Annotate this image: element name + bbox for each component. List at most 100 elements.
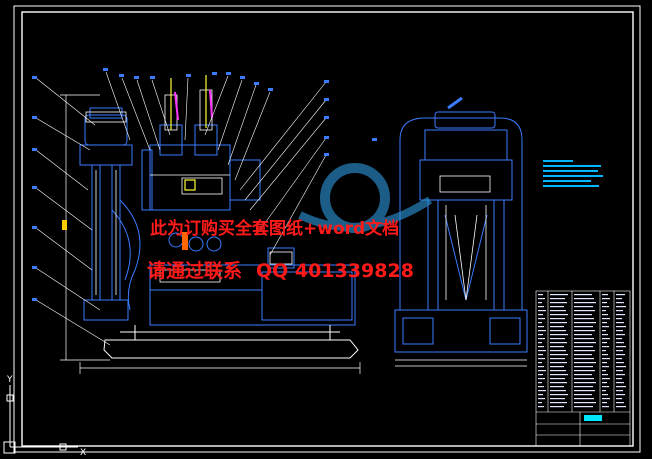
parts-list-cell-text xyxy=(574,306,593,308)
parts-list-cell-text xyxy=(616,342,624,344)
parts-list-cell-text xyxy=(574,298,594,300)
parts-list-cell-text xyxy=(602,334,608,336)
parts-list-cell-text xyxy=(550,342,567,344)
parts-list-cell-text xyxy=(574,386,593,388)
parts-list-cell-text xyxy=(550,302,567,304)
balloon-markers xyxy=(32,68,377,301)
leader-lines xyxy=(35,71,327,346)
parts-list-cell-text xyxy=(616,314,625,316)
parts-list-cell-text xyxy=(602,318,610,320)
parts-list-cell-text xyxy=(574,402,596,404)
front-view[interactable] xyxy=(60,75,361,374)
technical-notes xyxy=(543,160,603,187)
parts-list-cell-text xyxy=(550,378,565,380)
parts-list-cell-text xyxy=(550,346,564,348)
parts-list-cell-text xyxy=(574,338,594,340)
parts-list-cell-text xyxy=(616,358,622,360)
parts-list-cell-text xyxy=(602,294,608,296)
parts-list-table[interactable] xyxy=(535,290,631,447)
watermark-contact-prefix: 请通过联系 xyxy=(147,260,243,282)
parts-list-cell-text xyxy=(538,302,542,304)
parts-list-cell-text xyxy=(602,382,607,384)
parts-list-cell-text xyxy=(602,402,607,404)
parts-list-cell-text xyxy=(574,318,594,320)
parts-list-cell-text xyxy=(550,382,567,384)
parts-list-cell-text xyxy=(602,302,607,304)
parts-list-cell-text xyxy=(616,310,623,312)
parts-list-cell-text xyxy=(616,318,622,320)
parts-list-cell-text xyxy=(574,322,596,324)
parts-list-cell-text xyxy=(550,354,568,356)
parts-list-cell-text xyxy=(602,362,607,364)
dimension-marker xyxy=(62,220,67,230)
ucs-y-label: Y xyxy=(6,375,13,385)
parts-list-cell-text xyxy=(616,370,623,372)
parts-list-cell-text xyxy=(574,326,593,328)
parts-list-cell-text xyxy=(616,350,623,352)
parts-list-cell-text xyxy=(574,330,595,332)
parts-list-cell-text xyxy=(538,370,546,372)
parts-list-cell-text xyxy=(574,382,596,384)
parts-list-cell-text xyxy=(550,318,565,320)
parts-list-cell-text xyxy=(574,362,596,364)
ucs-icon xyxy=(3,385,78,454)
parts-list-cell-text xyxy=(574,342,596,344)
parts-list-cell-text xyxy=(550,386,564,388)
parts-list-cell-text xyxy=(602,366,609,368)
parts-list-cell-text xyxy=(616,390,623,392)
parts-list-cell-text xyxy=(602,322,607,324)
parts-list-cell-text xyxy=(574,406,593,408)
parts-list-cell-text xyxy=(616,382,624,384)
parts-list-cell-text xyxy=(602,386,609,388)
parts-list-cell-text xyxy=(574,294,592,296)
parts-list-cell-text xyxy=(550,330,566,332)
parts-list-cell-text xyxy=(616,346,626,348)
parts-list-cell-text xyxy=(538,334,543,336)
parts-list-cell-text xyxy=(550,358,565,360)
parts-list-cell-text xyxy=(602,330,606,332)
parts-list-cell-text xyxy=(550,398,565,400)
parts-list-cell-text xyxy=(602,346,609,348)
parts-list-cell-text xyxy=(602,398,610,400)
parts-list-cell-text xyxy=(550,294,568,296)
parts-list-cell-text xyxy=(616,386,626,388)
parts-list-cell-text xyxy=(550,338,565,340)
parts-list-cell-text xyxy=(574,302,596,304)
parts-list-cell-text xyxy=(602,350,606,352)
parts-list-cell-text xyxy=(616,394,625,396)
parts-list-cell-text xyxy=(602,390,606,392)
parts-list-cell-text xyxy=(574,366,593,368)
drawing-frame xyxy=(13,5,641,453)
parts-list-cell-text xyxy=(538,406,544,408)
parts-list-cell-text xyxy=(550,326,564,328)
parts-list-cell-text xyxy=(574,378,594,380)
parts-list-cell-text xyxy=(538,322,542,324)
parts-list-cell-text xyxy=(616,302,624,304)
parts-list-cell-text xyxy=(538,374,543,376)
side-view[interactable] xyxy=(394,96,528,367)
parts-list-cell-text xyxy=(574,310,595,312)
ucs-x-label: X xyxy=(80,448,86,458)
parts-list-cell-text xyxy=(616,378,622,380)
parts-list-cell-text xyxy=(616,330,623,332)
parts-list-cell-text xyxy=(538,398,545,400)
parts-list-cell-text xyxy=(616,298,622,300)
parts-list-cell-text xyxy=(550,366,564,368)
parts-list-cell-text xyxy=(616,354,625,356)
parts-list-cell-text xyxy=(550,394,568,396)
watermark-text-line1: 此为订购买全套图纸+word文档 xyxy=(150,219,400,239)
parts-list-cell-text xyxy=(538,342,542,344)
parts-list-cell-text xyxy=(538,298,545,300)
parts-list-cell-text xyxy=(550,370,566,372)
parts-list-cell-text xyxy=(538,346,544,348)
parts-list-cell-text xyxy=(550,298,565,300)
parts-list-cell-text xyxy=(574,314,592,316)
parts-list-cell-text xyxy=(538,382,542,384)
parts-list-cell-text xyxy=(602,342,607,344)
parts-list-cell-text xyxy=(602,378,610,380)
parts-list-cell-text xyxy=(616,322,624,324)
parts-list-cell-text xyxy=(574,390,595,392)
parts-list-cell-text xyxy=(602,406,609,408)
parts-list-cell-text xyxy=(538,362,542,364)
